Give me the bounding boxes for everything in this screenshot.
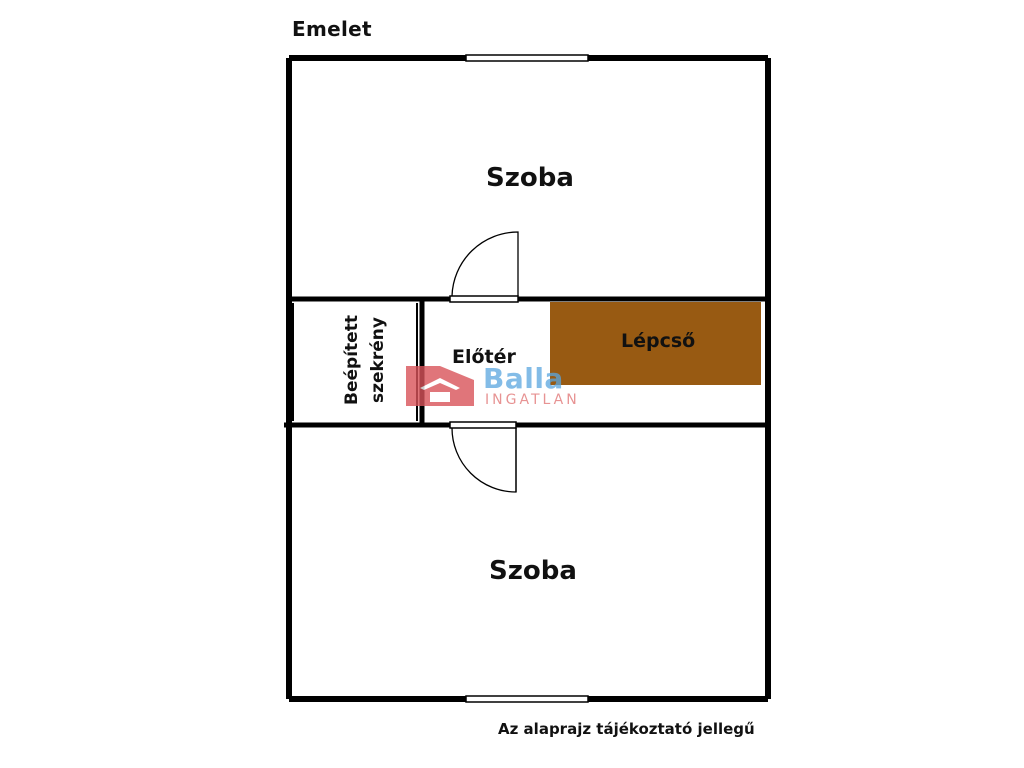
cabinet-label-line2: szekrény: [368, 317, 388, 403]
window-top: [465, 54, 589, 62]
watermark-logo: Balla INGATLAN: [405, 362, 625, 410]
floor-title: Emelet: [292, 17, 372, 41]
door-top: [451, 231, 519, 297]
outer-walls: [286, 55, 771, 702]
cabinet-label-line1: Beépített: [342, 315, 362, 405]
watermark-brand: Balla: [483, 362, 564, 395]
watermark-house-icon: [406, 366, 474, 406]
interior-walls: [284, 296, 768, 428]
room-label-top-szoba: Szoba: [486, 163, 574, 193]
cabinet-label: Beépített szekrény: [332, 312, 400, 412]
watermark-subtitle: INGATLAN: [485, 392, 580, 408]
room-label-lepcso: Lépcső: [621, 330, 696, 352]
room-label-bottom-szoba: Szoba: [489, 556, 577, 586]
stairs-area: [550, 302, 761, 385]
door-thresholds: [449, 295, 519, 429]
door-swings: [451, 231, 519, 493]
window-bottom: [465, 695, 589, 703]
door-bottom: [452, 428, 516, 492]
windows: [465, 54, 589, 703]
disclaimer-footnote: Az alaprajz tájékoztató jellegű: [498, 720, 755, 738]
room-label-eloter: Előtér: [452, 346, 516, 368]
